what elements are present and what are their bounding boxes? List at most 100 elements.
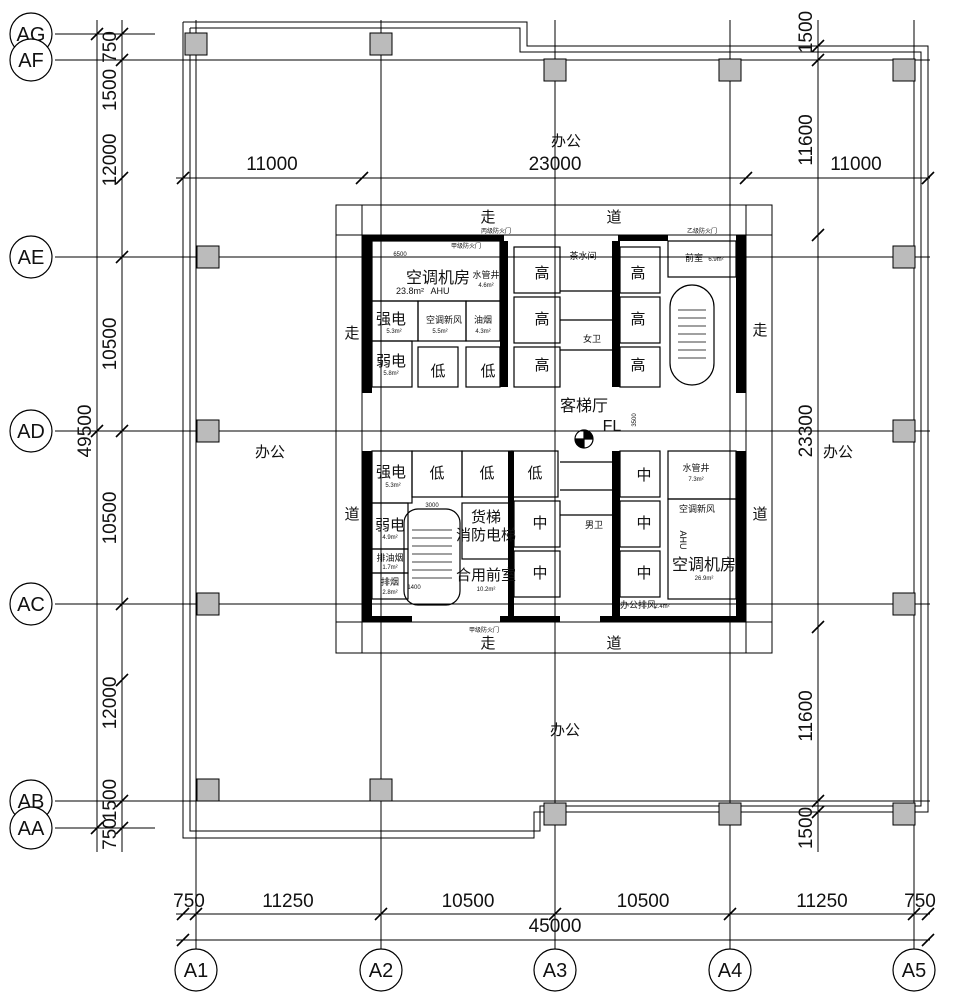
note-door-front: 乙级防火门 [687,227,717,235]
strong-elec-north-area: 5.3m² [386,329,401,335]
dim-right-0: 1500 [796,11,817,53]
elevator-high-2: 高 [534,311,549,328]
front-room-north-area: 6.9m² [708,257,723,263]
water-shaft-south: 水管井 [682,462,709,473]
dim-bottom-total: 45000 [529,916,582,937]
corridor-east-1: 走 [752,322,767,339]
corridor-north-2: 道 [606,209,621,226]
weak-elec-south-area: 4.9m² [382,535,397,541]
fresh-air-north: 空调新风 [426,314,462,325]
dim-left-2: 12000 [100,134,121,187]
note-dim-3500: 3500 [632,413,638,427]
axis-label-col: A1 [184,960,208,982]
weak-elec-north: 弱电 [376,353,406,370]
structural-column [718,58,742,82]
note-door-north-tea: 丙级防火门 [481,227,511,235]
dim-tick [90,821,104,835]
strong-elec-south-area: 5.3m² [385,483,400,489]
oil-exhaust-area: 1.7m² [382,565,397,571]
dim-tick [90,27,104,41]
dim-right-2: 23300 [796,405,817,458]
axis-bubble-col [708,948,752,992]
dim-tick [115,27,129,41]
axis-bubble-col [174,948,218,992]
water-shaft-north-area: 4.6m² [478,283,493,289]
corridor-south-2: 道 [606,635,621,652]
fl-marker: FL [603,418,622,435]
structural-column [196,245,220,269]
room-office-west: 办公 [255,444,285,461]
freight-elevator: 货梯 [471,509,501,526]
room-office-south: 办公 [550,722,580,739]
dim-tick [189,907,203,921]
axis-label-col: A2 [369,960,393,982]
ahu-north: AHU [430,286,449,296]
dim-tick [811,805,825,819]
dim-top-0: 11000 [246,154,297,175]
weak-elec-north-area: 5.8m² [383,371,398,377]
axis-bubble-row [9,806,53,850]
note-dim-1400: 1400 [407,585,421,591]
dim-top-1: 23000 [529,154,582,175]
dim-tick [811,39,825,53]
axis-bubble-row [9,235,53,279]
structural-column [892,592,916,616]
dim-tick [921,907,935,921]
front-room-north: 前室 [685,252,703,263]
dim-bottom-4: 11250 [796,891,847,912]
oil-smoke: 油烟 [474,314,492,325]
dim-tick [374,907,388,921]
structural-column [892,802,916,826]
weak-elec-south: 弱电 [375,517,405,534]
dim-tick [355,171,369,185]
dim-tick [907,907,921,921]
dim-bottom-2: 10500 [442,891,495,912]
oil-smoke-area: 4.3m² [475,329,490,335]
dim-left-0: 750 [100,31,121,63]
dim-left-5: 12000 [100,677,121,730]
dim-tick [115,794,129,808]
dim-tick [921,933,935,947]
dim-top-2: 11000 [830,154,881,175]
structural-column [543,58,567,82]
ahu-room-north: 空调机房 [406,269,470,287]
dim-tick [115,171,129,185]
note-door-south: 甲级防火门 [469,626,499,634]
water-shaft-south-area: 7.3m² [688,477,703,483]
structural-column [196,592,220,616]
axis-label-row: AA [18,818,45,840]
dim-right-4: 1500 [796,807,817,849]
dim-tick [176,907,190,921]
dim-tick [115,250,129,264]
dim-bottom-5: 750 [904,891,936,912]
fresh-air-north-area: 5.5m² [432,329,447,335]
ahu-south: AHU [678,530,688,549]
corridor-east-2: 道 [752,506,767,523]
elevator-high-6: 高 [630,357,645,374]
axis-label-col: A5 [902,960,926,982]
corridor-south-1: 走 [480,635,495,652]
elevator-low-s2: 低 [479,465,494,482]
structural-column [369,32,393,56]
room-office-east: 办公 [823,444,853,461]
axis-label-col: A4 [718,960,742,982]
elevator-low-s3: 低 [527,465,542,482]
structural-column [892,58,916,82]
dim-tick [811,53,825,67]
strong-elec-south: 强电 [376,464,406,481]
office-exhaust-area: 2.4m² [654,604,669,610]
elevator-mid-3: 中 [636,467,651,484]
elevator-low-s1: 低 [429,465,444,482]
dim-right-1: 11600 [796,114,817,165]
dim-left-6: 1500 [100,779,121,821]
elevator-lobby: 客梯厅 [560,397,608,415]
elevator-high-5: 高 [630,311,645,328]
dim-right-3: 11600 [796,690,817,741]
ahu-room-south-area: 26.9m² [695,576,714,582]
axis-label-row: AC [17,594,45,616]
dim-tick [811,228,825,242]
oil-exhaust: 排油烟 [376,552,403,563]
tea-room: 茶水间 [569,250,596,261]
dim-left-1: 1500 [100,69,121,111]
